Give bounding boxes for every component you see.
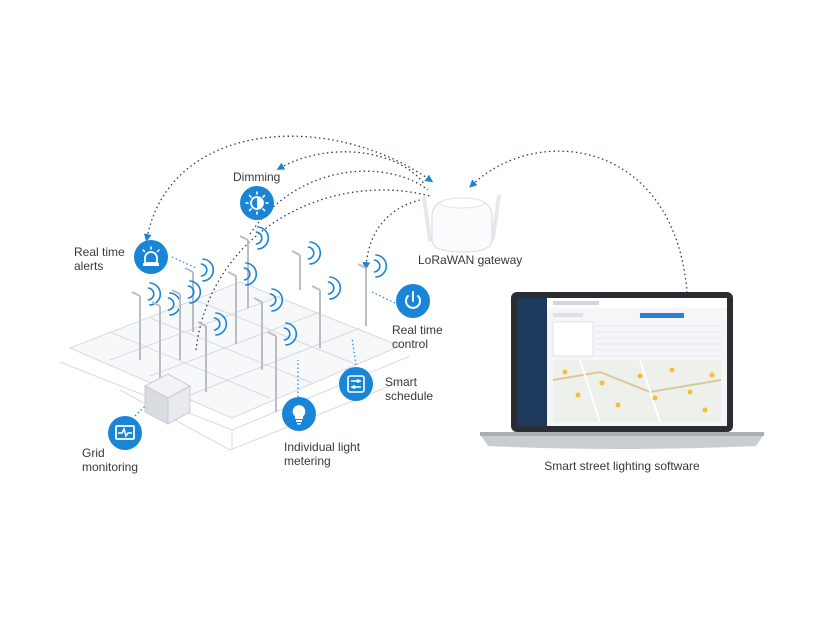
radio-wave <box>283 327 291 341</box>
alerts-badge <box>134 240 168 274</box>
sun-dimmer-icon <box>245 191 269 215</box>
radio-wave <box>307 246 315 260</box>
link-dimming <box>276 151 426 186</box>
radio-wave <box>149 282 162 306</box>
link-control <box>362 199 421 270</box>
radio-wave <box>189 280 202 304</box>
schedule-label: Smart schedule <box>385 375 434 403</box>
dimming-label: Dimming <box>233 170 281 184</box>
grid-monitoring-label: Grid monitoring <box>82 446 139 474</box>
alarm-beacon-icon <box>142 246 160 266</box>
street-lamp-head <box>227 271 237 277</box>
grid-box <box>143 373 192 425</box>
radio-wave <box>257 226 270 250</box>
link-laptop <box>469 150 692 324</box>
radio-wave <box>269 293 277 307</box>
street-lamp-head <box>267 331 277 337</box>
street-lamp-head <box>239 235 249 241</box>
link-alerts <box>143 135 434 242</box>
street-lamp-head <box>171 289 181 295</box>
schedule-badge <box>339 367 373 401</box>
street-lamp-head <box>253 297 263 303</box>
power-icon <box>405 291 421 309</box>
laptop <box>480 292 764 449</box>
radio-wave <box>327 281 335 295</box>
metering-badge <box>282 397 316 431</box>
radio-wave <box>329 276 342 300</box>
street-lamp-head <box>311 285 321 291</box>
dimming-badge <box>240 186 274 220</box>
radio-wave <box>271 288 284 312</box>
street-lamp-head <box>131 291 141 297</box>
alerts-label: Real time alerts <box>74 245 125 273</box>
radio-wave <box>187 285 195 299</box>
radio-wave <box>202 258 215 282</box>
gateway-label: LoRaWAN gateway <box>418 253 523 267</box>
radio-wave <box>245 262 258 286</box>
metering-label: Individual light metering <box>284 440 361 468</box>
radio-wave <box>167 297 175 311</box>
radio-wave <box>255 231 263 245</box>
radio-wave <box>285 322 298 346</box>
radio-wave <box>243 267 251 281</box>
street-lamp-head <box>197 321 207 327</box>
lightbulb-icon <box>292 405 306 425</box>
radio-wave <box>375 254 388 278</box>
radio-wave <box>147 287 155 301</box>
radio-wave <box>213 317 221 331</box>
lorawan-gateway <box>422 194 501 253</box>
street-lamps <box>131 226 388 412</box>
control-label: Real time control <box>392 323 443 351</box>
radio-wave <box>309 241 322 265</box>
radio-wave <box>215 312 228 336</box>
laptop-caption: Smart street lighting software <box>544 459 700 473</box>
monitor-pulse-icon <box>115 425 135 440</box>
street-lamp-head <box>184 267 194 273</box>
street-lamp-head <box>151 301 161 307</box>
control-badge <box>396 284 430 318</box>
street-lamp-head <box>291 250 301 256</box>
radio-wave <box>200 263 208 277</box>
radio-wave <box>373 259 381 273</box>
grid-monitoring-badge <box>108 416 142 450</box>
street-lamp-head <box>357 263 367 269</box>
sliders-icon <box>347 375 365 393</box>
link-pole-2 <box>195 189 431 351</box>
